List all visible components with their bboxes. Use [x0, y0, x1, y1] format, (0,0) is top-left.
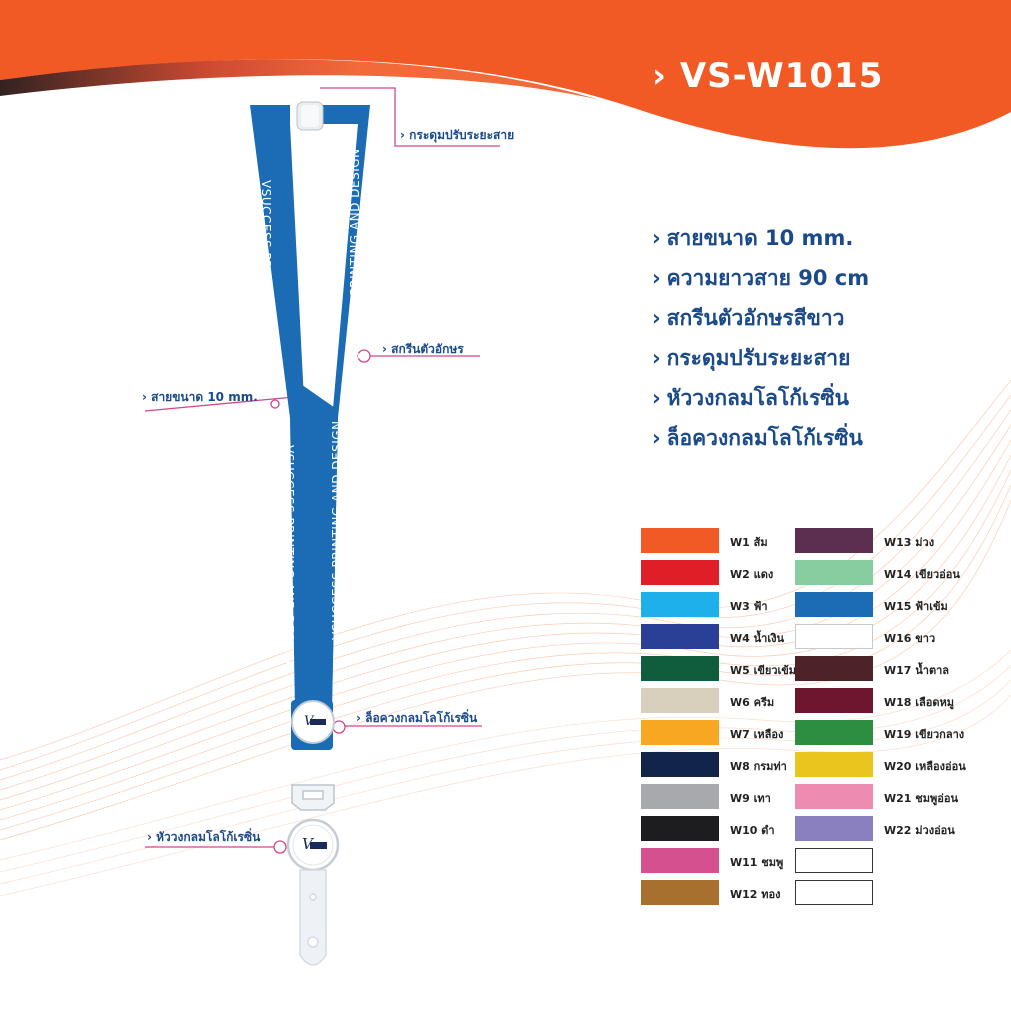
color-swatch-label: W16 ขาว — [884, 632, 936, 645]
callout-adjust-button: › กระดุมปรับระยะสาย — [400, 128, 515, 142]
spec-list: ›สายขนาด 10 mm. ›ความยาวสาย 90 cm ›สกรีน… — [652, 218, 869, 458]
strap-print-left-bottom: VSUCCESS PRINTING AND DESIGN — [282, 445, 296, 665]
product-title: › VS-W1015 — [652, 56, 884, 96]
color-swatch — [641, 816, 719, 841]
color-swatch — [795, 784, 873, 809]
color-swatch-label: W21 ชมพูอ่อน — [884, 792, 958, 805]
badge-strap — [299, 869, 327, 966]
color-swatch-label: W18 เลือดหมู — [884, 696, 955, 709]
chevron-icon: › — [652, 266, 661, 290]
lanyard-strap — [250, 105, 370, 710]
callout-dot — [270, 399, 280, 409]
color-swatch — [795, 816, 873, 841]
color-swatch-label: W20 เหลืองอ่อน — [884, 760, 966, 773]
color-swatch — [641, 752, 719, 777]
color-swatch-label: W3 ฟ้า — [730, 600, 768, 613]
spec-item: ›สกรีนตัวอักษรสีขาว — [652, 306, 845, 330]
color-swatch-label: W22 ม่วงอ่อน — [884, 824, 955, 837]
spec-item: ›สายขนาด 10 mm. — [652, 226, 854, 250]
color-swatch — [641, 560, 719, 585]
color-swatch — [641, 592, 719, 617]
color-swatch-label: W1 ส้ม — [730, 536, 768, 549]
callout-dot — [273, 840, 287, 854]
color-swatch-label: W6 ครีม — [730, 696, 775, 709]
wave-lines — [0, 379, 1011, 841]
color-swatch — [641, 624, 719, 649]
callout-screen-text: › สกรีนตัวอักษร — [382, 342, 464, 356]
color-swatch-label: W11 ชมพู — [730, 856, 784, 869]
color-swatch — [795, 688, 873, 713]
color-swatch — [795, 752, 873, 777]
color-swatch-label: W2 แดง — [730, 568, 774, 581]
chevron-icon: › — [652, 306, 661, 330]
color-swatch — [795, 720, 873, 745]
color-swatch-label: W9 เทา — [730, 792, 771, 805]
svg-text:V: V — [304, 714, 315, 729]
strap-print-right-top: VSUCCESS PRINTING AND DESIGN — [348, 148, 362, 368]
color-swatch — [795, 528, 873, 553]
color-swatch — [795, 848, 873, 873]
color-swatch-label: W5 เขียวเข้ม — [730, 664, 797, 677]
strap-print-left-top: VSUCCESS PRINTING AND DESIGN — [259, 180, 273, 400]
chevron-icon: › — [652, 226, 661, 250]
hook-clip — [291, 784, 335, 811]
color-swatch-label: W17 น้ำตาล — [884, 664, 950, 677]
spec-item: ›ความยาวสาย 90 cm — [652, 266, 870, 290]
spec-item: ›กระดุมปรับระยะสาย — [652, 346, 851, 370]
header-dark-sweep — [0, 59, 600, 100]
color-swatch — [795, 656, 873, 681]
strap-print-right-bottom: VSUCCESS PRINTING AND DESIGN — [330, 420, 344, 640]
color-swatch-label: W7 เหลือง — [730, 728, 784, 741]
color-swatch — [795, 560, 873, 585]
chevron-icon: › — [652, 386, 661, 410]
color-swatch — [641, 656, 719, 681]
color-swatch — [795, 880, 873, 905]
color-swatch-label: W15 ฟ้าเข้ม — [884, 600, 948, 613]
callout-lock-logo: › ล็อควงกลมโลโก้เรซิ่น — [356, 711, 478, 725]
lock-logo-disk: V — [291, 700, 335, 750]
color-swatch — [641, 528, 719, 553]
header-banner — [0, 0, 1011, 149]
head-logo-disk: V — [286, 818, 340, 872]
color-swatch — [641, 720, 719, 745]
color-swatch-label: W12 ทอง — [730, 888, 781, 901]
color-swatch — [795, 592, 873, 617]
callout-head-logo: › หัววงกลมโลโก้เรซิ่น — [147, 830, 261, 844]
spec-item: ›หัววงกลมโลโก้เรซิ่น — [652, 386, 849, 410]
color-swatch-label: W13 ม่วง — [884, 536, 935, 549]
color-swatch-label: W8 กรมท่า — [730, 760, 787, 773]
color-swatch — [641, 848, 719, 873]
color-swatch — [641, 880, 719, 905]
color-swatch-label: W19 เขียวกลาง — [884, 728, 965, 741]
color-swatch-label: W14 เขียวอ่อน — [884, 568, 960, 581]
color-swatch-label: W10 ดำ — [730, 824, 775, 837]
color-swatch — [641, 688, 719, 713]
chevron-icon: › — [652, 346, 661, 370]
color-swatch — [641, 784, 719, 809]
spec-item: ›ล็อควงกลมโลโก้เรซิ่น — [652, 426, 863, 450]
callout-strap-size: › สายขนาด 10 mm. — [142, 390, 258, 404]
color-swatch-label: W4 น้ำเงิน — [730, 632, 784, 645]
chevron-icon: › — [652, 426, 661, 450]
color-swatch — [795, 624, 873, 649]
